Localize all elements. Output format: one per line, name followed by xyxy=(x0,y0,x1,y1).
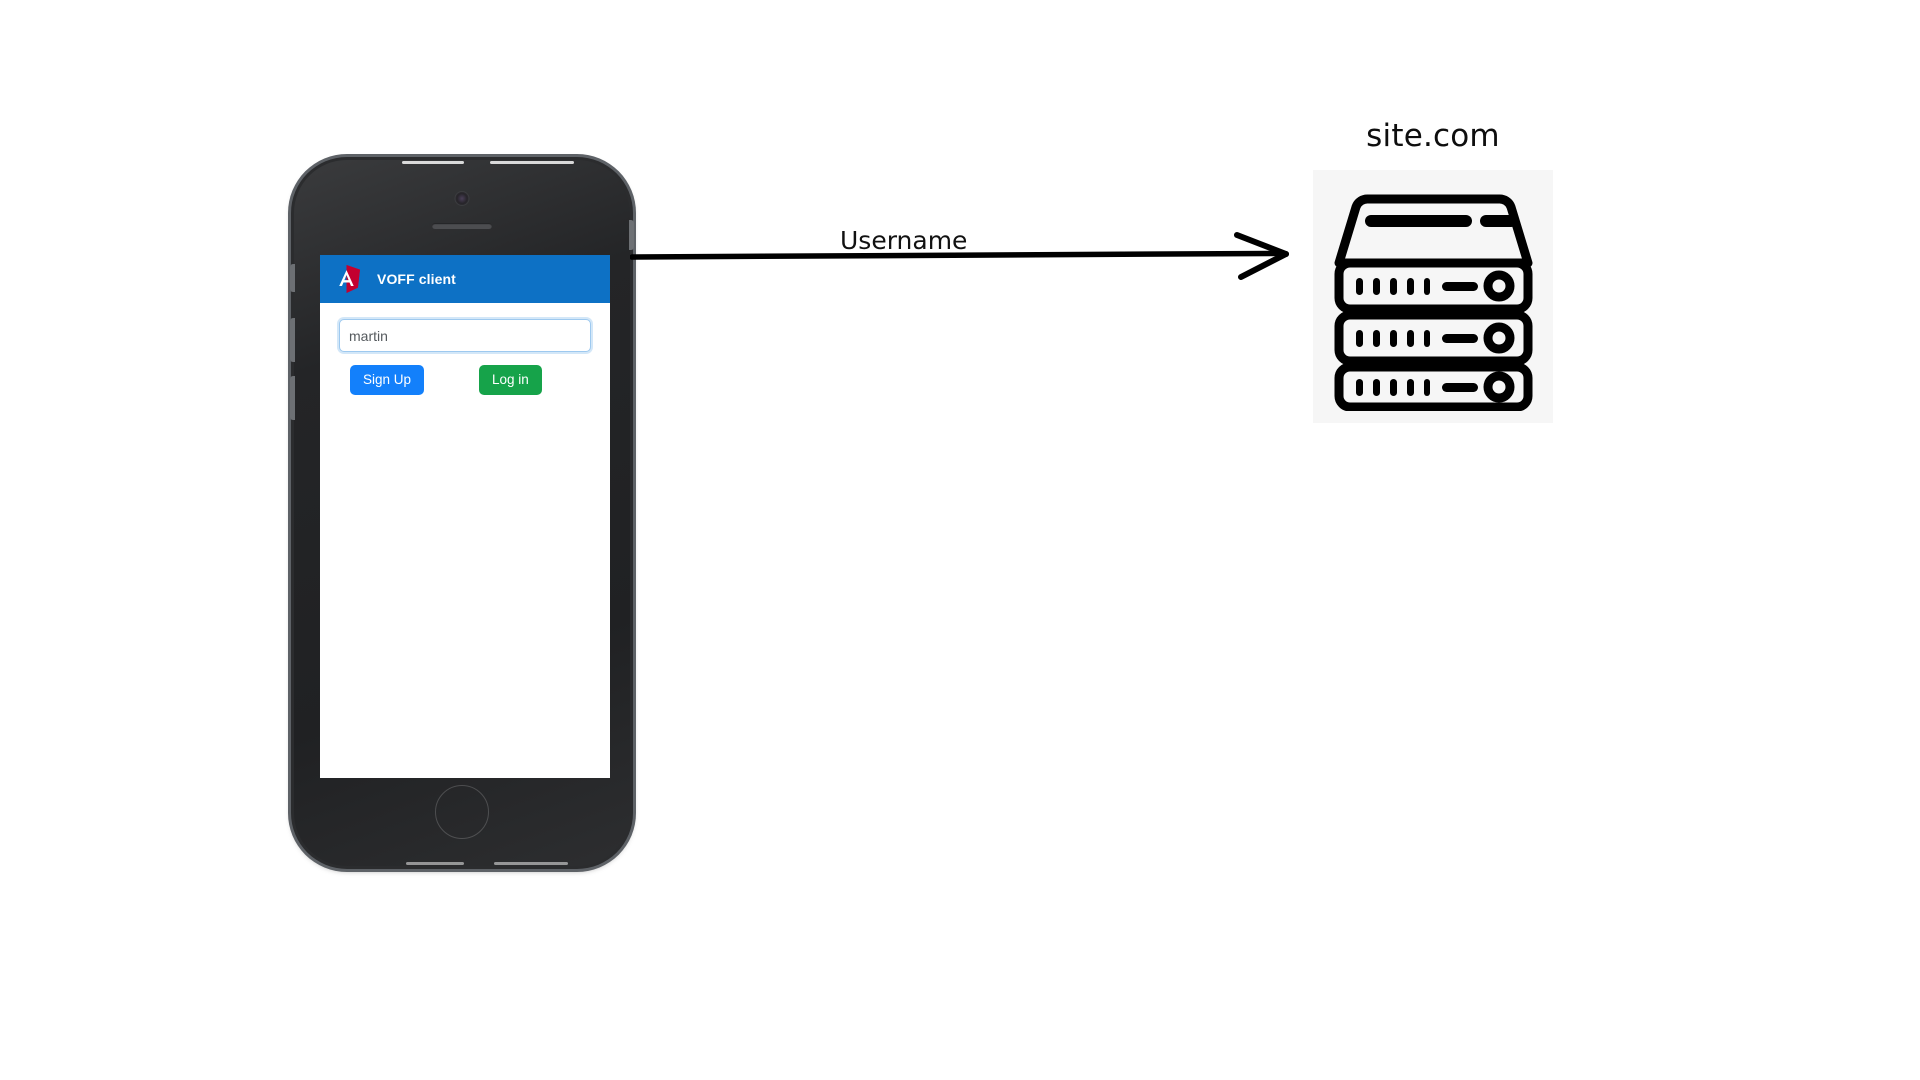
phone-antenna-line-top-left xyxy=(402,161,464,164)
phone-screen: VOFF client Sign Up Log in xyxy=(320,255,610,778)
silent-switch-button[interactable] xyxy=(290,264,295,292)
phone-antenna-line-bottom-left xyxy=(406,862,464,865)
front-camera-icon xyxy=(455,192,469,205)
phone-antenna-line-bottom-right xyxy=(494,862,568,865)
server-rack-icon xyxy=(1334,194,1533,411)
phone-body: VOFF client Sign Up Log in xyxy=(290,160,634,866)
home-button-icon[interactable] xyxy=(435,785,489,839)
volume-up-button[interactable] xyxy=(290,318,295,362)
earpiece-speaker-icon xyxy=(432,223,492,229)
server-panel xyxy=(1313,170,1553,423)
arrow-right-icon xyxy=(629,232,1289,280)
app-body: Sign Up Log in xyxy=(320,303,610,395)
app-title: VOFF client xyxy=(377,271,456,287)
auth-button-row: Sign Up Log in xyxy=(339,365,591,395)
flow-label: Username xyxy=(840,226,968,255)
power-button[interactable] xyxy=(629,220,634,250)
volume-down-button[interactable] xyxy=(290,376,295,420)
server-label: site.com xyxy=(1366,118,1500,154)
flow-arrow xyxy=(629,215,1310,295)
phone-mockup: VOFF client Sign Up Log in xyxy=(290,157,634,869)
sign-up-button[interactable]: Sign Up xyxy=(350,365,425,395)
phone-antenna-line-top-right xyxy=(490,161,574,164)
app-header: VOFF client xyxy=(320,255,610,303)
angular-logo-icon xyxy=(333,265,360,293)
server-group: site.com xyxy=(1313,118,1553,423)
username-input[interactable] xyxy=(339,319,591,352)
log-in-button[interactable]: Log in xyxy=(479,365,542,395)
